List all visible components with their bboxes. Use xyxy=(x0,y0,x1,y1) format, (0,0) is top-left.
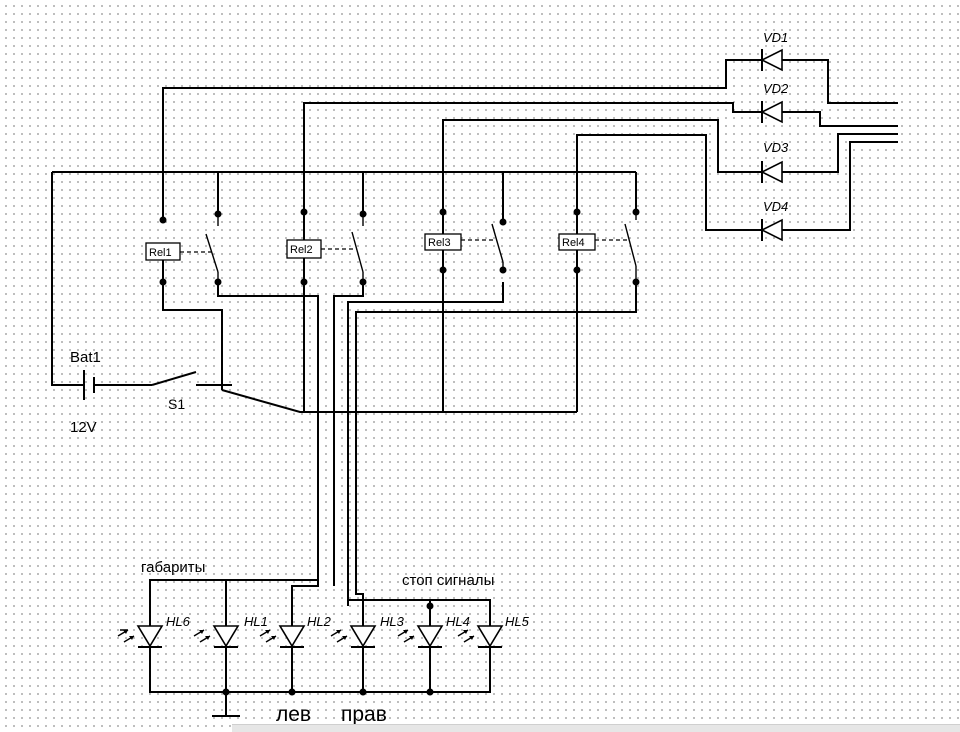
wire-ground-return xyxy=(221,389,577,413)
relay-label: Rel3 xyxy=(428,237,451,249)
wire-vd3-out xyxy=(794,133,898,173)
led-label: HL4 xyxy=(446,614,470,629)
relay-label: Rel4 xyxy=(562,237,585,249)
diode-vd2: VD2 xyxy=(748,81,794,124)
wire-rel4-nc xyxy=(355,282,637,606)
led-label: HL3 xyxy=(380,614,405,629)
relay-coil xyxy=(558,233,596,251)
wire-rel3-nc xyxy=(347,282,504,606)
diode-vd3: VD3 xyxy=(748,140,794,184)
switch-label: S1 xyxy=(168,396,185,412)
relay-rel3: Rel3 xyxy=(424,223,504,270)
wire-vd1-out xyxy=(794,59,898,104)
wire-vd3-rel3 xyxy=(442,119,748,212)
switch-s1: S1 xyxy=(168,396,185,412)
wire-gnd-bus xyxy=(149,650,491,693)
diode-vd1: VD1 xyxy=(748,30,794,72)
wire-markers xyxy=(149,579,319,606)
relay-contact xyxy=(491,223,504,263)
relay-label: Rel2 xyxy=(290,244,313,256)
markers-label: габариты xyxy=(141,559,205,576)
relay-contact xyxy=(351,231,364,273)
wire-rel2-nc xyxy=(333,282,364,586)
left-label: лев xyxy=(276,703,311,726)
wire-vd4-out xyxy=(794,141,898,231)
wires xyxy=(51,59,898,717)
relay-contact xyxy=(205,233,219,273)
wire-vd1-rel1 xyxy=(162,59,748,220)
wire-rel1-coil-bottom xyxy=(162,260,223,390)
led-label: HL1 xyxy=(244,614,268,629)
relay-rel4: Rel4 xyxy=(558,212,637,282)
led-hl6: HL6 xyxy=(117,606,191,650)
led-label: HL6 xyxy=(166,614,191,629)
led-hl4: HL4 xyxy=(397,606,470,650)
relay-rel1: Rel1 xyxy=(145,214,219,282)
wire-plus-bus xyxy=(51,172,84,386)
diode-label: VD1 xyxy=(763,30,788,45)
wire-brake xyxy=(347,590,431,606)
wire-vd2-out xyxy=(794,111,898,127)
brake-label: стоп сигналы xyxy=(402,572,494,589)
right-label: прав xyxy=(341,703,387,726)
wire-vd2-rel2 xyxy=(303,102,748,212)
battery-voltage: 12V xyxy=(70,419,97,436)
led-hl3: HL3 xyxy=(330,606,405,650)
wire-vd4-rel4 xyxy=(576,134,748,231)
diode-label: VD4 xyxy=(763,199,788,214)
wire-rel1-nc xyxy=(217,282,319,606)
battery-label: Bat1 xyxy=(70,349,101,366)
led-label: HL5 xyxy=(505,614,530,629)
relay-contact xyxy=(624,223,637,267)
battery-bat1: Bat1 12V xyxy=(70,349,101,436)
diode-label: VD3 xyxy=(763,140,789,155)
led-hl1: HL1 xyxy=(193,606,268,650)
led-hl2: HL2 xyxy=(259,606,332,650)
led-hl5: HL5 xyxy=(457,606,530,650)
diode-vd4: VD4 xyxy=(748,199,794,242)
relay-coil xyxy=(424,233,462,251)
bottom-scrollbar[interactable] xyxy=(232,724,960,732)
relay-rel2: Rel2 xyxy=(286,214,364,282)
diode-label: VD2 xyxy=(763,81,789,96)
led-label: HL2 xyxy=(307,614,332,629)
relay-label: Rel1 xyxy=(149,247,172,259)
